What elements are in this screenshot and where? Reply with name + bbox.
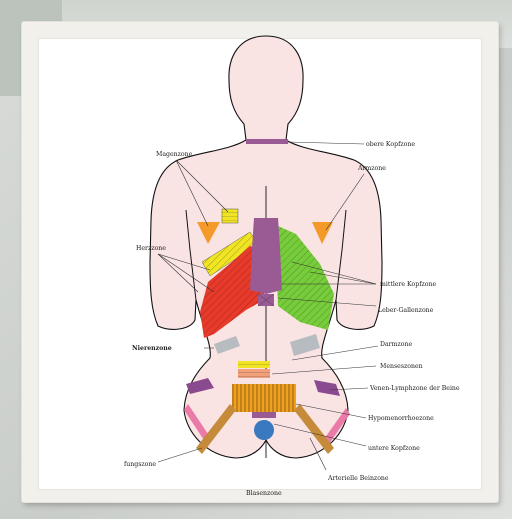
label-magenzone: Magenzone: [156, 151, 193, 158]
label-hypomenorrhoezone: Hypomenorrhoezone: [368, 415, 434, 422]
label-untere-kopfzone: untere Kopfzone: [368, 445, 420, 452]
label-darmzone: Darmzone: [380, 341, 412, 348]
label-mittlere-kopfzone: mittlere Kopfzone: [380, 281, 436, 288]
label-fungszone: fungszone: [124, 461, 156, 468]
label-leber-gallenzone: Leber-Gallenzone: [378, 307, 434, 314]
label-menseszonen: Menseszonen: [380, 363, 423, 370]
label-arterielle-beinzone: Arterielle Beinzone: [327, 475, 389, 482]
label-armzone: Armzone: [357, 165, 386, 172]
label-blasenzone-partial: Blasenzone: [246, 490, 282, 497]
label-herzzone: Herzzone: [136, 245, 166, 252]
label-venen-lymphzone: Venen-Lymphzone der Beine: [369, 385, 460, 392]
spine-zone: [250, 218, 282, 294]
neck-band: [246, 139, 288, 144]
lower-head-zone: [254, 420, 274, 440]
hypomenorrhoe-bar: [252, 412, 276, 418]
label-nierenzone: Nierenzone: [132, 345, 172, 352]
label-obere-kopfzone: obere Kopfzone: [366, 141, 415, 148]
